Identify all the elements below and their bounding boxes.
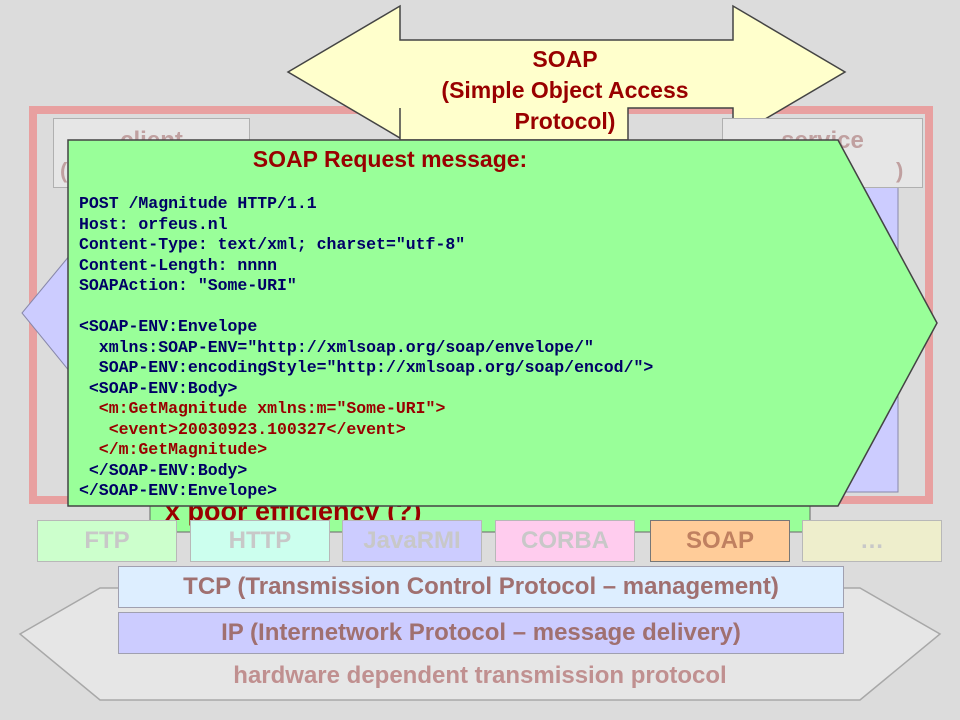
http-header-line: SOAPAction: "Some-URI"	[79, 276, 297, 295]
protocol-corba: CORBA	[495, 520, 635, 562]
service-label-box: service	[722, 118, 923, 188]
closing-line: </SOAP-ENV:Body>	[79, 460, 248, 480]
protocol-label: HTTP	[228, 527, 292, 554]
http-header-line: POST /Magnitude HTTP/1.1	[79, 194, 317, 213]
protocol-more: …	[802, 520, 942, 562]
ip-label: IP (Internetwork Protocol – message deli…	[221, 619, 741, 646]
request-message-code: POST /Magnitude HTTP/1.1 Host: orfeus.nl…	[79, 194, 653, 502]
request-message-title: SOAP Request message:	[252, 146, 528, 172]
closing-line: </SOAP-ENV:Envelope>	[79, 481, 278, 500]
envelope-line: SOAP-ENV:encodingStyle="http://xmlsoap.o…	[79, 358, 654, 377]
ip-bar: IP (Internetwork Protocol – message deli…	[118, 612, 844, 654]
http-header-line: Content-Type: text/xml; charset="utf-8"	[79, 235, 466, 254]
hardware-label-box: hardware dependent transmission protocol	[100, 656, 860, 696]
protocol-ftp: FTP	[37, 520, 177, 562]
protocol-label: …	[860, 527, 884, 554]
envelope-line: xmlns:SOAP-ENV="http://xmlsoap.org/soap/…	[79, 337, 594, 357]
protocol-soap: SOAP	[650, 520, 790, 562]
client-paren: (	[60, 158, 68, 183]
tcp-label: TCP (Transmission Control Protocol – man…	[183, 573, 779, 600]
soap-arrow-line1: SOAP	[532, 46, 598, 72]
body-line: <event>20030923.100327</event>	[79, 419, 406, 439]
body-line: <m:GetMagnitude xmlns:m="Some-URI">	[79, 399, 446, 418]
protocol-label: SOAP	[685, 527, 754, 554]
protocol-label: CORBA	[521, 527, 609, 554]
tcp-bar: TCP (Transmission Control Protocol – man…	[118, 566, 844, 608]
envelope-line: <SOAP-ENV:Body>	[79, 378, 238, 398]
http-header-line: Host: orfeus.nl	[79, 214, 228, 234]
soap-arrow-line2: (Simple Object Access	[441, 77, 689, 103]
envelope-line: <SOAP-ENV:Envelope	[79, 317, 258, 336]
body-line: </m:GetMagnitude>	[79, 440, 268, 459]
protocol-http: HTTP	[190, 520, 330, 562]
service-panel	[837, 139, 899, 493]
soap-arrow-line3: Protocol)	[514, 108, 616, 134]
service-label: service	[781, 127, 864, 154]
protocol-javarmi: JavaRMI	[342, 520, 482, 562]
protocol-label: FTP	[84, 527, 130, 554]
soap-arrow-text: SOAP (Simple Object Access Protocol)	[400, 44, 730, 137]
http-header-line: Content-Length: nnnn	[79, 255, 278, 275]
hardware-label: hardware dependent transmission protocol	[233, 662, 727, 689]
protocol-label: JavaRMI	[363, 527, 461, 554]
service-paren: )	[896, 158, 904, 183]
